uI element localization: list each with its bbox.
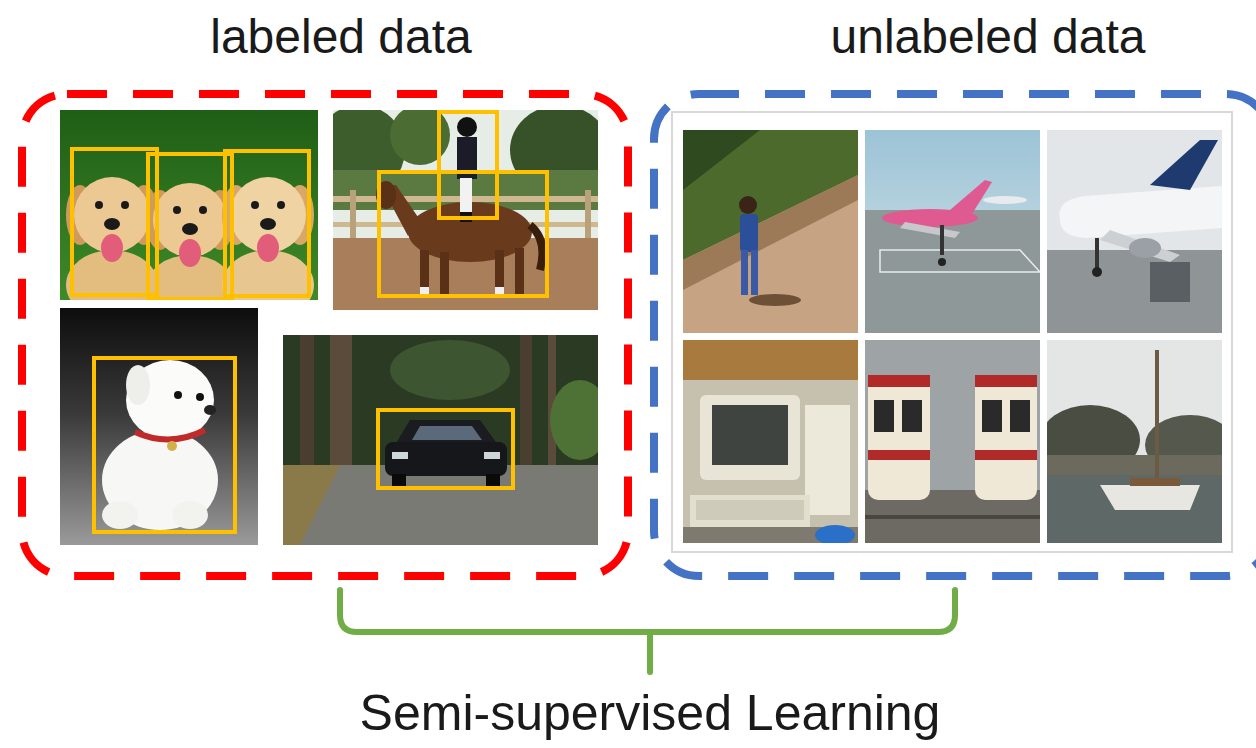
horse-photo	[333, 110, 598, 310]
dashed-outline	[18, 90, 632, 580]
person-photo	[683, 130, 858, 333]
dashed-group-box: labeled data	[18, 90, 632, 580]
airplane-photo	[865, 130, 1040, 333]
group-heading: unlabeled data	[831, 8, 1146, 66]
dogs-photo	[60, 110, 318, 300]
train-photo	[865, 340, 1040, 543]
photo-frame	[672, 112, 1232, 552]
car-photo	[283, 335, 598, 545]
boat-photo	[1047, 340, 1222, 543]
dashed-border	[654, 94, 1256, 576]
bracket-caption: Semi-supervised Learning	[360, 683, 941, 743]
dashed-group-box: unlabeled data	[650, 90, 1256, 580]
group-heading: labeled data	[210, 8, 472, 66]
dashed-outline	[650, 90, 1256, 580]
bracket-connector	[340, 590, 955, 632]
computer-photo	[683, 340, 858, 543]
puppy-photo	[60, 308, 258, 545]
jet-photo	[1047, 130, 1222, 333]
dashed-border	[22, 94, 628, 576]
bracket-stem	[647, 632, 653, 672]
